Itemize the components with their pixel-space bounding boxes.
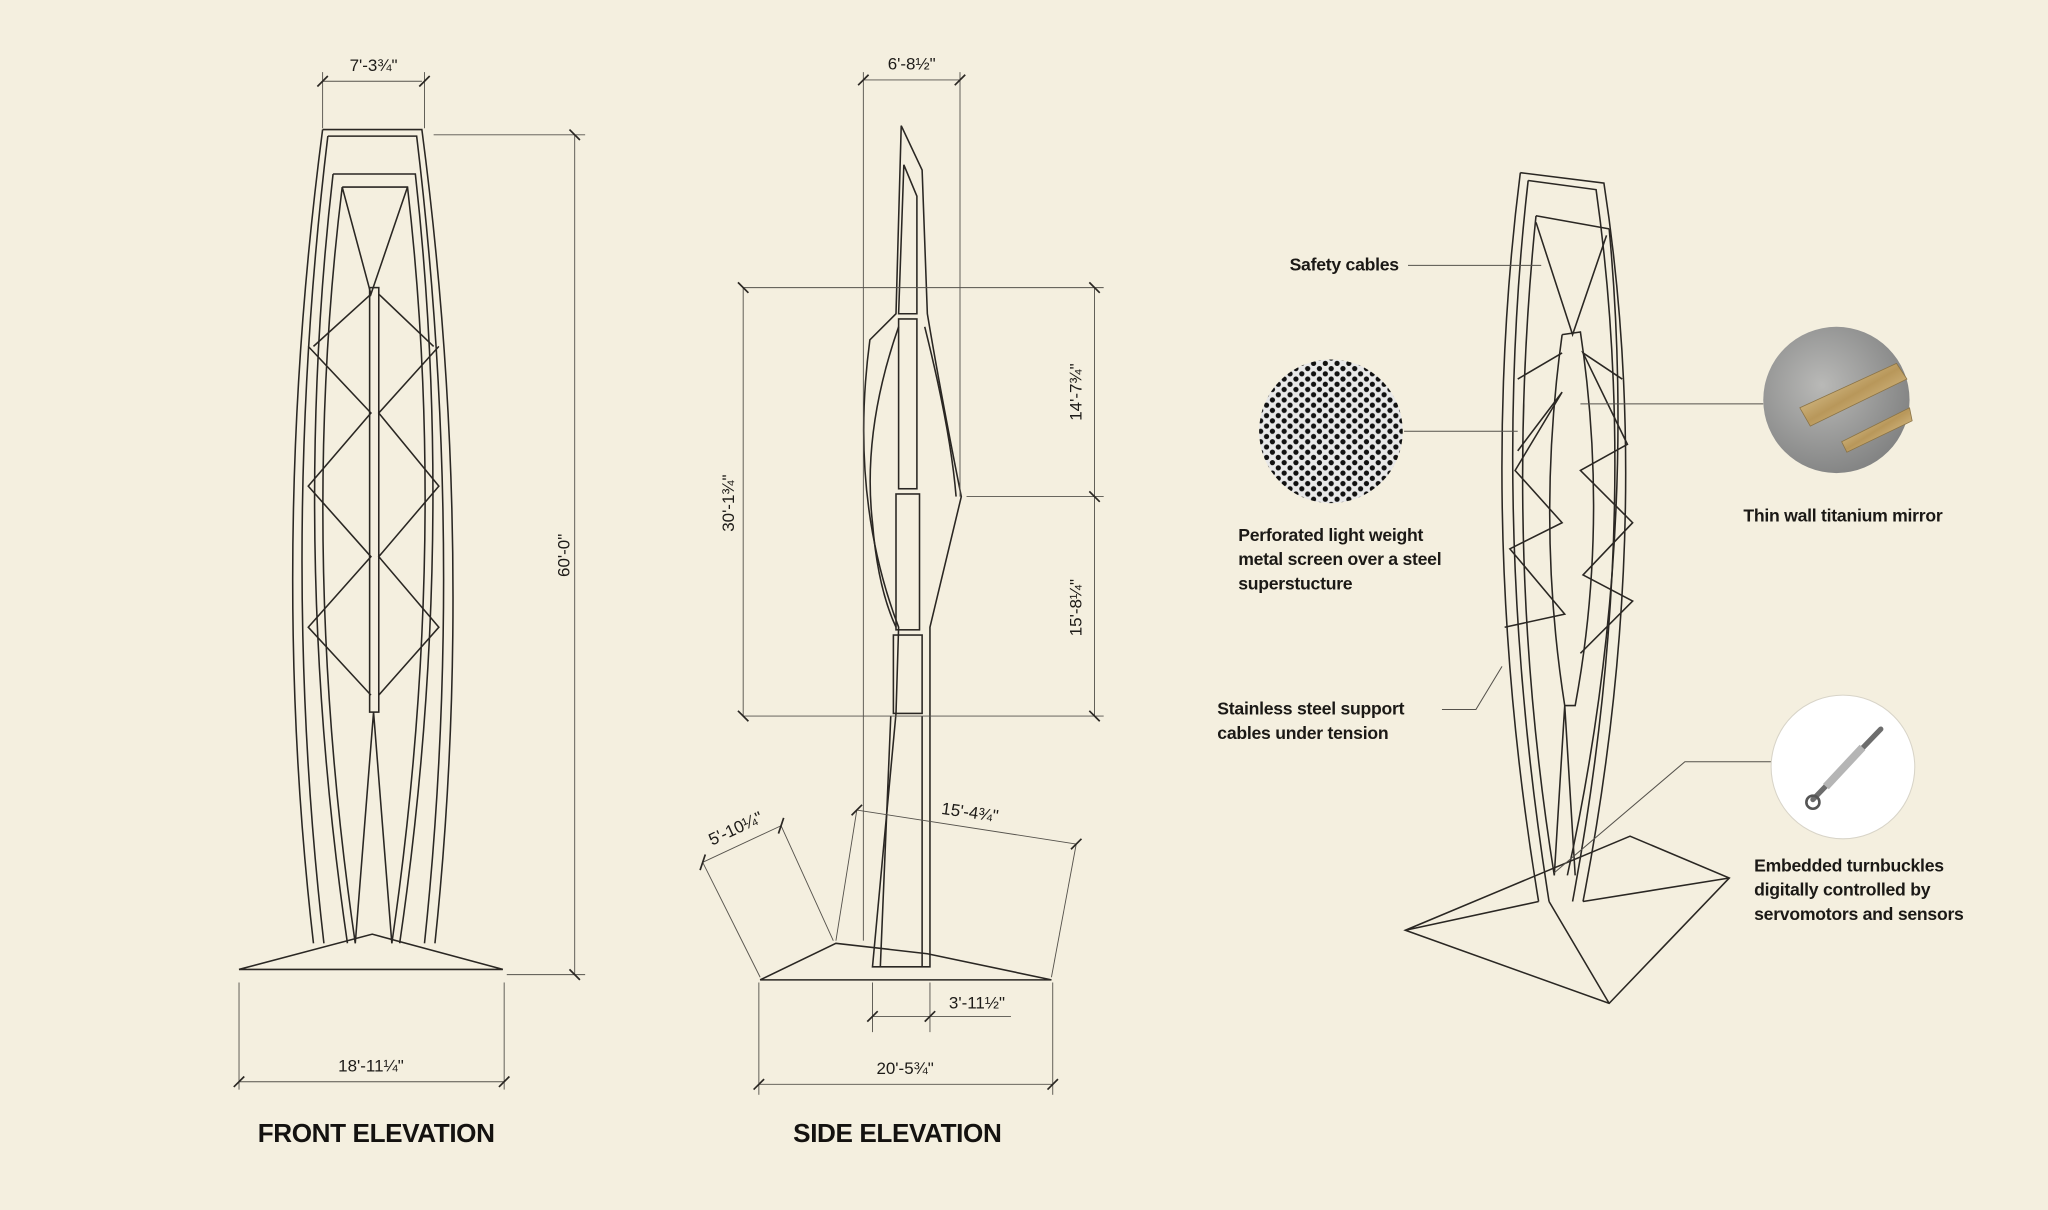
side-stem-width-dim: 3'-11½" (949, 994, 1005, 1013)
perspective-drawing (1403, 171, 1772, 1005)
side-base-left-dim: 5'-10¼" (706, 808, 766, 849)
titanium-mirror-photo (1763, 326, 1913, 474)
side-base-width-dim: 20'-5¾" (876, 1059, 933, 1078)
side-elevation-drawing: 6'-8½" 30'-1¾" 14'-7¾" 15'-8¼" 5'-10¼" 1… (699, 54, 1104, 1148)
front-elevation-drawing: 7'-3¾" 60'-0" 18'-11¼" FRONT ELEVATION (233, 56, 586, 1148)
side-lower-segment-dim: 15'-8¼" (1066, 579, 1085, 636)
callout-turnbuckles: Embedded turnbuckles digitally controlle… (1754, 855, 1964, 923)
front-top-width-dim: 7'-3¾" (350, 56, 398, 75)
turnbuckle-photo (1770, 694, 1916, 840)
front-height-dim: 60'-0" (554, 534, 573, 577)
perforated-screen-swatch (1259, 359, 1403, 504)
front-base-width-dim: 18'-11¼" (338, 1056, 404, 1075)
callout-perforated-screen: Perforated light weight metal screen ove… (1238, 525, 1446, 593)
side-mid-height-dim: 30'-1¾" (719, 474, 738, 531)
callout-titanium-mirror: Thin wall titanium mirror (1743, 505, 1943, 525)
side-elevation-title: SIDE ELEVATION (793, 1118, 1001, 1148)
side-base-diagonal-dim: 15'-4¾" (940, 799, 999, 826)
side-upper-segment-dim: 14'-7¾" (1066, 363, 1085, 420)
callout-support-cables: Stainless steel support cables under ten… (1217, 699, 1409, 743)
side-top-width-dim: 6'-8½" (888, 54, 936, 73)
callout-safety-cables: Safety cables (1290, 255, 1400, 275)
front-elevation-title: FRONT ELEVATION (258, 1118, 495, 1148)
